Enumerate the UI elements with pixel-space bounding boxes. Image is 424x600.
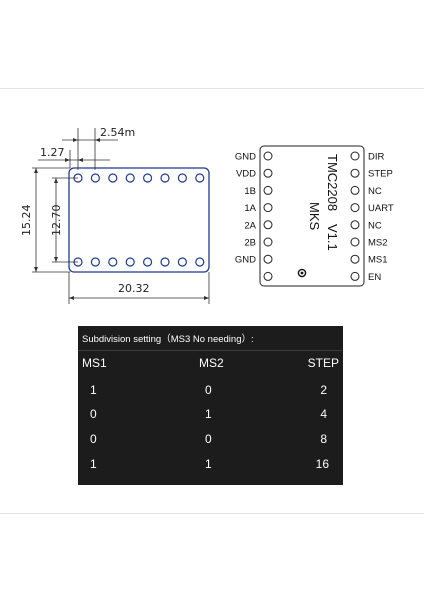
cell-r3-ms2: 0 xyxy=(205,432,212,446)
pin-pad-icon xyxy=(263,220,273,230)
dim-edge-label: 1.27 xyxy=(40,146,65,159)
pin-pad-icon xyxy=(263,151,273,161)
chip-brand: MKS xyxy=(307,202,322,231)
pin-pad-icon xyxy=(350,168,360,178)
pin-pad-icon xyxy=(263,168,273,178)
header-ms2: MS2 xyxy=(199,356,224,370)
pin-pad-icon xyxy=(263,254,273,264)
pin-label-right: MS1 xyxy=(368,255,388,266)
pin-label-right: STEP xyxy=(368,169,393,180)
dim-arrow xyxy=(54,178,58,183)
table-title: Subdivision setting（MS3 No needing）: xyxy=(82,334,254,345)
pin-label-right: MS2 xyxy=(368,238,388,249)
pin-hole-icon xyxy=(143,173,153,183)
cell-r1-ms1: 1 xyxy=(90,383,97,397)
pin-label-left: 2B xyxy=(244,238,256,249)
pin-hole-icon xyxy=(90,257,101,267)
dim-arrow xyxy=(95,138,100,142)
cell-r1-step: 2 xyxy=(320,383,327,397)
table-divider xyxy=(78,350,343,351)
dim-width-label: 20.32 xyxy=(118,282,150,295)
cell-r1-ms2: 0 xyxy=(205,383,212,397)
dim-arrow xyxy=(34,267,38,272)
pin1-marker-icon xyxy=(297,268,307,278)
pinout-module: GND VDD 1B 1A 2A 2B GND DIR STEP NC UART NC MS2MS1E… xyxy=(235,145,394,287)
cell-r4-ms1: 1 xyxy=(90,457,97,471)
cell-r2-ms1: 0 xyxy=(90,407,97,421)
pin-hole-icon xyxy=(90,173,101,183)
chip-name: TMC2208 xyxy=(325,154,340,211)
pin-pad-icon xyxy=(350,271,360,281)
pin-label-left: 1B xyxy=(244,186,256,197)
dim-arrow xyxy=(73,138,78,142)
pin-label-left: 2A xyxy=(244,220,256,231)
pin-hole-icon xyxy=(160,257,170,267)
pin-label-left: GND xyxy=(235,152,256,163)
dim-arrow xyxy=(69,296,74,300)
pin-label-left: GND xyxy=(235,255,256,266)
footprint-drawing: 2.54m 1.27 15.24 12.70 20.32 xyxy=(20,126,210,304)
dim-arrow xyxy=(204,296,209,300)
dim-arrow xyxy=(54,257,58,262)
subdivision-table: Subdivision setting（MS3 No needing）: MS1… xyxy=(78,326,343,485)
dim-arrow xyxy=(65,158,70,162)
pin-pad-icon xyxy=(263,185,273,195)
pin-label-left: VDD xyxy=(236,169,256,180)
pin-label-right: NC xyxy=(368,186,382,197)
pin-pad-icon xyxy=(263,203,273,213)
board-outline xyxy=(68,167,210,273)
pin-pad-icon xyxy=(350,220,360,230)
pin-label-right: EN xyxy=(368,272,381,283)
pin-pad-icon xyxy=(350,185,360,195)
cell-r4-step: 16 xyxy=(315,457,329,471)
pin-pad-icon xyxy=(263,237,273,247)
pin-holes-bottom xyxy=(73,257,205,267)
cell-r4-ms2: 1 xyxy=(205,457,212,471)
pin-pad-icon xyxy=(350,151,360,161)
pin-hole-icon xyxy=(125,257,135,267)
cell-r3-step: 8 xyxy=(320,432,327,446)
pins-left: GND VDD 1B 1A 2A 2B GND xyxy=(235,151,273,281)
pin-hole-icon xyxy=(177,257,187,267)
dim-arrow xyxy=(78,158,83,162)
pin-pad-icon xyxy=(350,203,360,213)
chip-label: TMC2208 V1.1 MKS xyxy=(307,154,340,251)
chip-version: V1.1 xyxy=(325,224,340,251)
pin-hole-icon xyxy=(195,257,205,267)
pin-hole-icon xyxy=(195,173,205,183)
pin-label-left: 1A xyxy=(244,203,256,214)
pin1-marker-dot-icon xyxy=(300,271,304,275)
pin-label-right: DIR xyxy=(368,152,385,163)
pin-pad-icon xyxy=(263,271,273,281)
pin-hole-icon xyxy=(177,173,187,183)
dim-height-outer-label: 15.24 xyxy=(20,205,33,237)
pin-label-right: UART xyxy=(368,203,394,214)
pin-hole-icon xyxy=(108,257,118,267)
header-ms1: MS1 xyxy=(82,356,107,370)
pin-hole-icon xyxy=(160,173,170,183)
pin-hole-icon xyxy=(143,257,153,267)
cell-r3-ms1: 0 xyxy=(90,432,97,446)
pin-pad-icon xyxy=(350,254,360,264)
pin-hole-icon xyxy=(125,173,135,183)
pin-pad-icon xyxy=(350,237,360,247)
module-outline xyxy=(259,145,365,287)
cell-r2-ms2: 1 xyxy=(205,407,212,421)
dim-pitch-label: 2.54m xyxy=(100,126,135,139)
dim-height-inner-label: 12.70 xyxy=(50,205,63,237)
pin-holes-top xyxy=(73,173,205,183)
cell-r2-step: 4 xyxy=(320,407,327,421)
pin-hole-icon xyxy=(108,173,118,183)
header-step: STEP xyxy=(307,356,339,370)
pin-label-right: NC xyxy=(368,220,382,231)
dim-arrow xyxy=(34,168,38,173)
